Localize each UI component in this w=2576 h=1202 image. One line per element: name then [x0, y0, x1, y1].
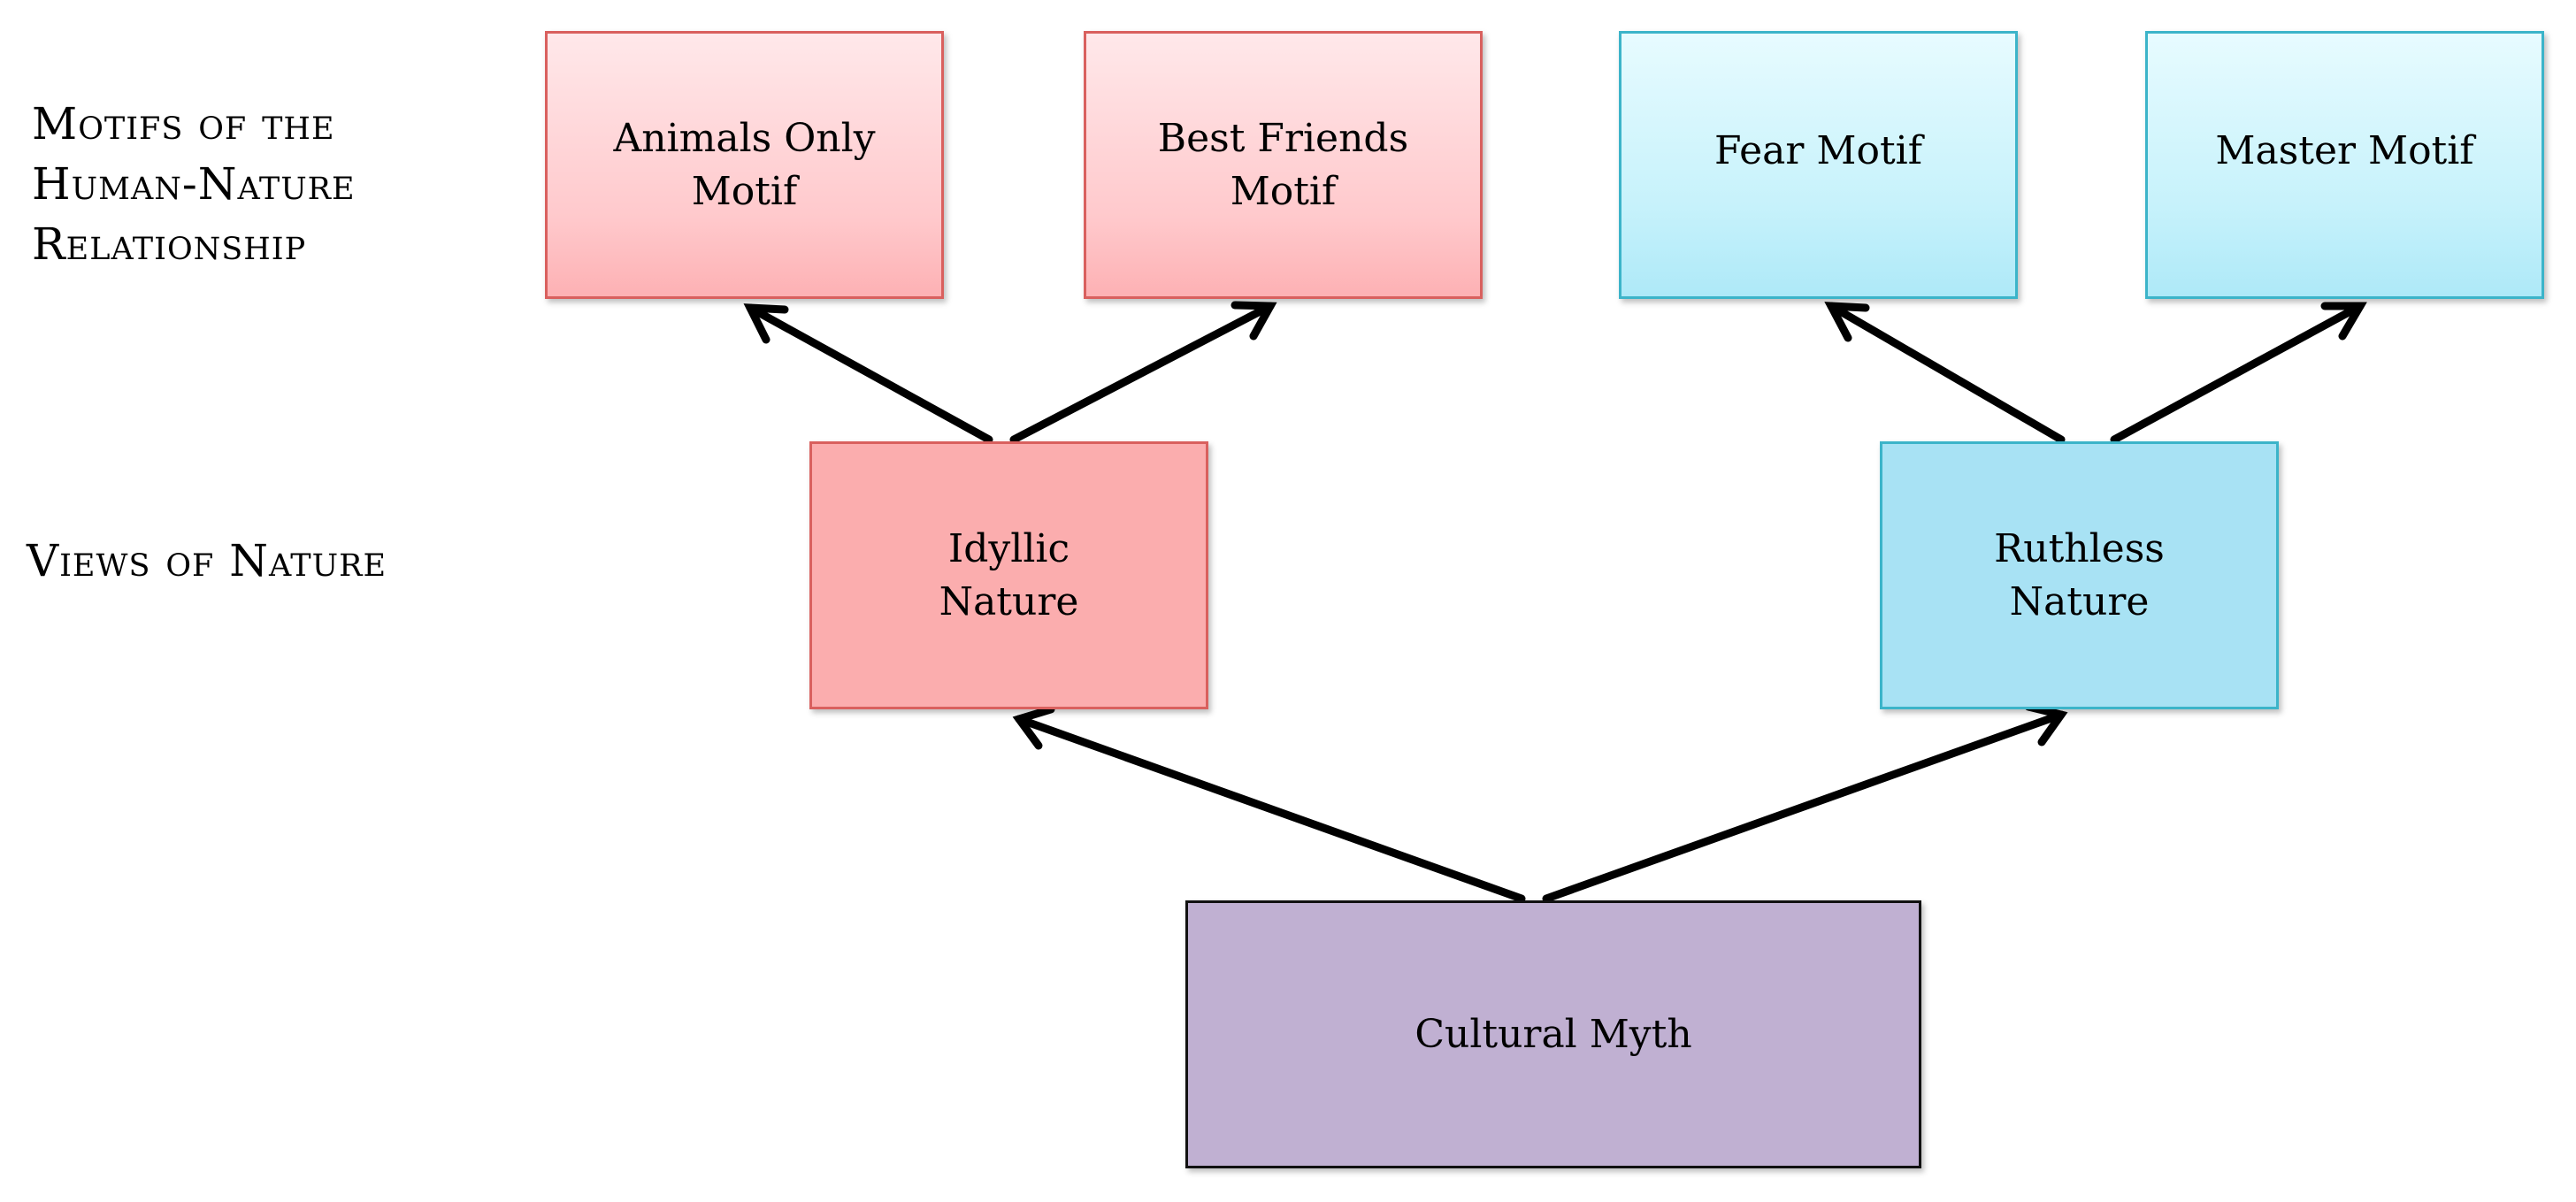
row-label-motifs-line-3: Relationship [32, 218, 307, 270]
row-label-motifs-line-2: Human-Nature [32, 158, 356, 210]
idyllic-nature-line-2: Nature [939, 578, 1079, 624]
animals-only-motif-box: Animals Only Motif [545, 31, 944, 299]
ruthless-nature-line-1: Ruthless [1994, 525, 2165, 571]
master-motif-box: Master Motif [2145, 31, 2544, 299]
best-friends-motif-box: Best Friends Motif [1084, 31, 1483, 299]
ruthless-nature-line-2: Nature [2009, 578, 2150, 624]
cultural-myth-box: Cultural Myth [1185, 900, 1921, 1168]
cultural-myth-label: Cultural Myth [1414, 1011, 1692, 1057]
row-label-motifs: Motifs of the Human-Nature Relationship [32, 94, 356, 274]
arrow-ruthless-to-master [2110, 302, 2367, 444]
arrow-idyllic-to-friends [1009, 301, 1277, 444]
row-label-views: Views of Nature [27, 531, 387, 591]
animals-only-motif-line-1: Animals Only [613, 115, 876, 161]
master-motif-label: Master Motif [2215, 127, 2474, 173]
row-label-views-text: Views of Nature [27, 535, 387, 586]
arrow-myth-to-ruthless [1542, 702, 2068, 903]
animals-only-motif-line-2: Motif [691, 168, 798, 214]
fear-motif-box: Fear Motif [1619, 31, 2018, 299]
arrow-ruthless-to-fear [1824, 302, 2066, 444]
best-friends-motif-line-2: Motif [1230, 168, 1337, 214]
fear-motif-label: Fear Motif [1714, 127, 1922, 173]
idyllic-nature-line-1: Idyllic [947, 525, 1070, 571]
idyllic-nature-box: Idyllic Nature [809, 441, 1208, 709]
arrow-idyllic-to-animals [743, 303, 993, 444]
best-friends-motif-line-1: Best Friends [1157, 115, 1409, 161]
arrow-myth-to-idyllic [1012, 705, 1526, 903]
row-label-motifs-line-1: Motifs of the [32, 98, 335, 149]
ruthless-nature-box: Ruthless Nature [1880, 441, 2279, 709]
